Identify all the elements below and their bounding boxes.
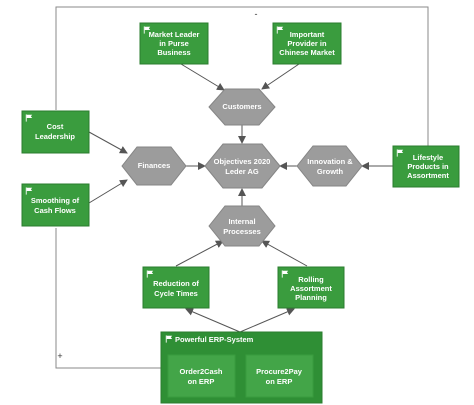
- connector-market-leader-customers: [180, 63, 225, 91]
- box-rolling-assortment[interactable]: Rolling Assortment Planning: [277, 266, 345, 309]
- hexagon-internal-processes[interactable]: Internal Processes: [208, 205, 276, 247]
- box-smoothing-cash-flows[interactable]: Smoothing of Cash Flows: [21, 183, 90, 227]
- connector-smoothing-finances: [88, 179, 128, 204]
- collapse-marker: -: [255, 9, 258, 19]
- box-cycle-times-line-2: Cycle Times: [154, 289, 198, 298]
- expand-marker: +: [57, 351, 62, 361]
- box-reduction-cycle-times[interactable]: Reduction of Cycle Times: [142, 266, 210, 309]
- hexagon-finances-label: Finances: [138, 161, 171, 170]
- hexagon-innovation-label-line-1: Innovation &: [307, 157, 353, 166]
- box-rolling-line-1: Rolling: [298, 275, 324, 284]
- hexagon-customers[interactable]: Customers: [208, 88, 276, 126]
- box-market-leader[interactable]: Market Leader in Purse Business: [139, 22, 209, 65]
- connector-rolling-internal: [261, 240, 308, 267]
- hexagon-internal-label-line-2: Processes: [223, 227, 261, 236]
- box-lifestyle-line-1: Lifestyle: [413, 153, 443, 162]
- connector-provider-customers: [261, 63, 300, 90]
- box-market-leader-line-1: Market Leader: [149, 30, 200, 39]
- box-rolling-line-3: Planning: [295, 293, 327, 302]
- box-cost-leadership-line-1: Cost: [47, 122, 64, 131]
- box-cycle-times-line-1: Reduction of: [153, 279, 199, 288]
- box-order2cash-line-1: Order2Cash: [180, 367, 223, 376]
- box-order2cash[interactable]: Order2Cash on ERP: [167, 354, 236, 398]
- hexagon-innovation-growth[interactable]: Innovation & Growth: [296, 145, 363, 187]
- box-lifestyle-products[interactable]: Lifestyle Products in Assortment: [392, 145, 460, 188]
- box-procure2pay[interactable]: Procure2Pay on ERP: [245, 354, 314, 398]
- connectors: [88, 63, 393, 333]
- box-smoothing-line-2: Cash Flows: [34, 206, 76, 215]
- outer-loop-line-bottom: [55, 228, 162, 369]
- box-order2cash-line-2: on ERP: [188, 377, 215, 386]
- erp-title: Powerful ERP-System: [175, 335, 254, 344]
- box-provider-line-1: Important: [290, 30, 325, 39]
- box-important-provider[interactable]: Important Provider in Chinese Market: [272, 22, 342, 65]
- connector-erp-rolling: [239, 308, 295, 333]
- connector-erp-cycle: [185, 308, 241, 333]
- center-label-line-2: Leder AG: [225, 167, 259, 176]
- connector-cost-finances: [88, 131, 128, 154]
- box-rolling-line-2: Assortment: [290, 284, 332, 293]
- outer-loop-line: [55, 6, 429, 150]
- hexagon-internal-label-line-1: Internal: [228, 217, 255, 226]
- box-market-leader-line-2: in Purse: [159, 39, 189, 48]
- center-objectives-node[interactable]: Objectives 2020 Leder AG: [204, 143, 281, 189]
- box-market-leader-line-3: Business: [157, 48, 190, 57]
- box-cost-leadership-line-2: Leadership: [35, 132, 75, 141]
- box-procure2pay-line-1: Procure2Pay: [256, 367, 303, 376]
- hexagon-customers-label: Customers: [222, 102, 261, 111]
- connector-cycle-internal: [175, 240, 224, 267]
- center-label-line-1: Objectives 2020: [214, 157, 271, 166]
- box-provider-line-3: Chinese Market: [279, 48, 335, 57]
- box-cost-leadership[interactable]: Cost Leadership: [21, 110, 90, 154]
- box-procure2pay-line-2: on ERP: [266, 377, 293, 386]
- hexagon-finances[interactable]: Finances: [121, 146, 187, 186]
- box-lifestyle-line-2: Products in: [407, 162, 449, 171]
- box-lifestyle-line-3: Assortment: [407, 171, 449, 180]
- hexagon-innovation-label-line-2: Growth: [317, 167, 344, 176]
- box-provider-line-2: Provider in: [287, 39, 327, 48]
- box-smoothing-line-1: Smoothing of: [31, 196, 80, 205]
